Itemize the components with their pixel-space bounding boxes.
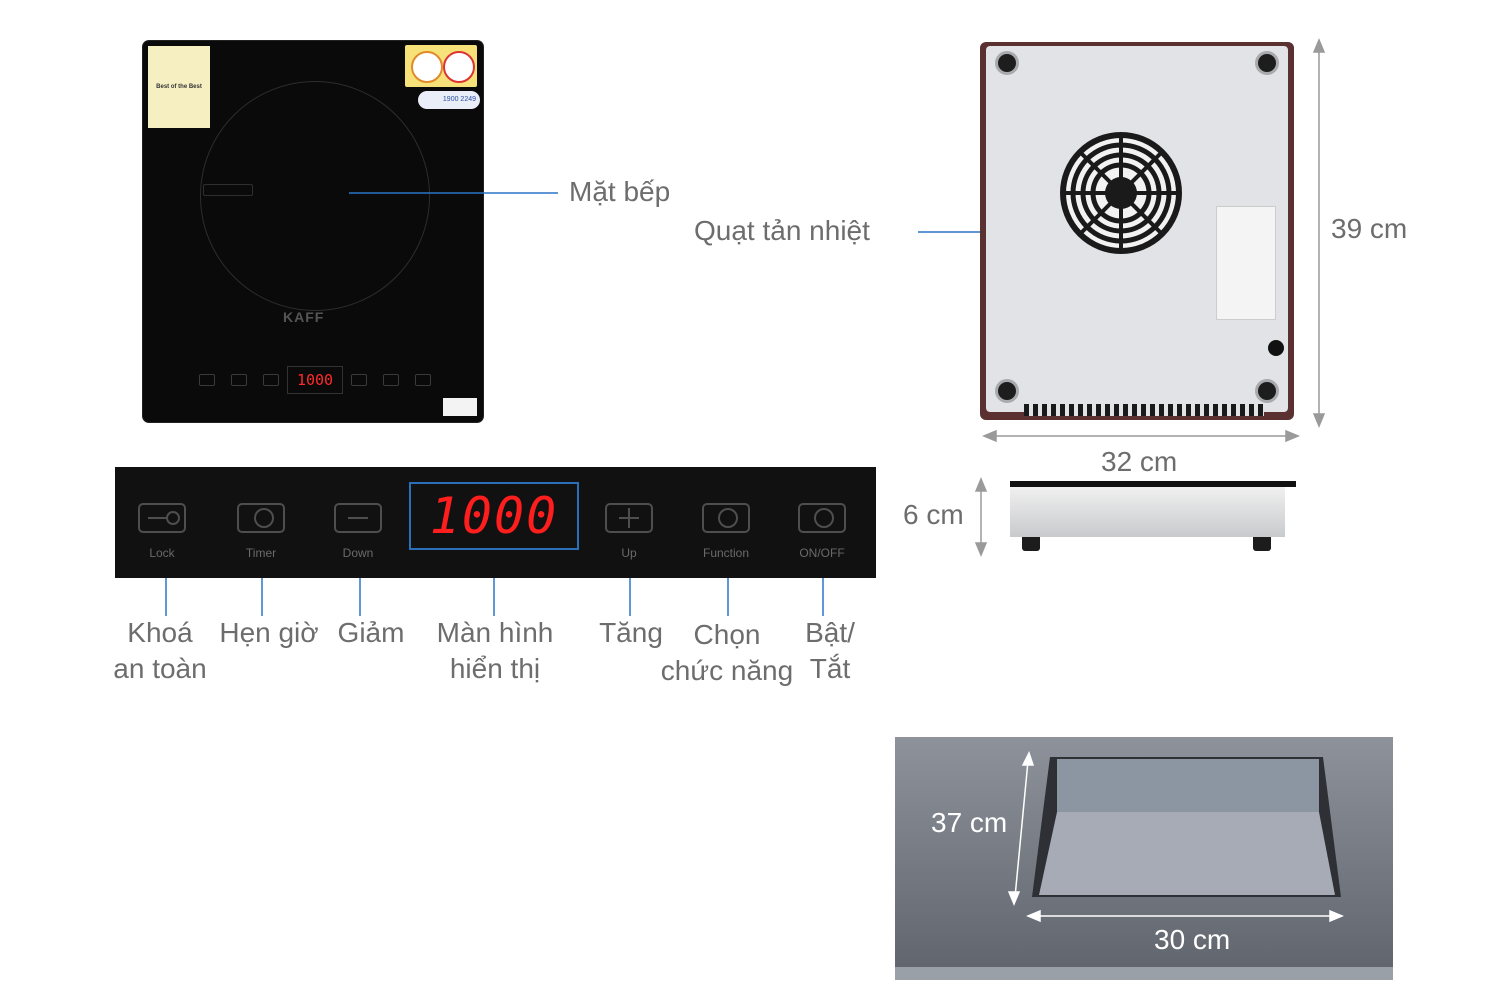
vent-slots [1024,404,1264,416]
induction-mark [203,184,253,196]
bottom-plate [986,46,1288,416]
width-dimension: 32 cm [1101,446,1178,477]
side-foot [1253,537,1271,551]
power-cord [1268,340,1284,356]
cutout-ledge [895,967,1393,980]
height-dimension: 39 cm [1331,213,1408,244]
cooktop-side-view [1010,481,1296,551]
mini-down-button [263,374,279,386]
function-caption-line-1: Chọn [693,619,761,650]
onoff-caption-line-2: Tắt [809,653,851,684]
cooktop-bottom-view [980,42,1294,420]
power-icon [814,508,834,528]
rating-label [1216,206,1276,320]
clock-icon [254,508,274,528]
onoff-button [798,503,846,533]
serial-label [443,398,477,416]
mini-display: 1000 [287,366,343,394]
led-display: 1000 [409,482,579,550]
mini-timer-button [231,374,247,386]
rubber-foot [998,54,1016,72]
cooktop-top-view: Best of the Best 1900 2249 KAFF 1000 [143,41,483,422]
key-icon [166,511,180,525]
side-body [1010,487,1285,537]
display-caption-line-2: hiển thị [449,653,541,684]
minus-icon [348,517,368,519]
depth-dimension: 6 cm [903,499,964,530]
down-button [334,503,382,533]
function-icon [718,508,738,528]
award-text: Best of the Best [156,84,202,90]
lock-caption-line-1: Khoá [127,617,193,648]
timer-button [237,503,285,533]
brand-logo: KAFF [283,309,325,325]
cutout-width-dimension: 30 cm [1154,924,1231,955]
cooking-zone [200,81,430,311]
hotline-badge: 1900 2249 [418,91,480,109]
surface-caption: Mặt bếp [569,176,671,207]
fan-caption: Quạt tản nhiệt [694,215,870,246]
mini-up-button [351,374,367,386]
display-caption: Màn hình hiển thị [420,615,570,687]
warning-sticker [405,45,477,87]
mini-onoff-button [415,374,431,386]
cooling-fan-icon [1060,132,1182,254]
control-panel: Lock Timer Down 1000 Up Function ON/OFF [115,467,876,578]
onoff-caption-line-1: Bật/ [805,617,855,648]
up-label: Up [621,546,637,560]
cutout-shape [1007,751,1344,923]
cutout-depth-dimension: 37 cm [931,807,1008,838]
side-foot [1022,537,1040,551]
timer-label: Timer [245,546,277,560]
rubber-foot [1258,382,1276,400]
mini-lock-button [199,374,215,386]
plus-icon-v [628,508,630,528]
function-label: Function [702,546,750,560]
function-caption-line-2: chức năng [660,655,794,686]
award-sticker: Best of the Best [148,46,210,128]
function-caption: Chọn chức năng [652,617,802,689]
onoff-label: ON/OFF [799,546,845,560]
up-caption: Tăng [599,617,663,648]
rubber-foot [998,382,1016,400]
mini-function-button [383,374,399,386]
onoff-caption: Bật/ Tắt [790,615,870,687]
lock-label: Lock [149,546,175,560]
lock-button [138,503,186,533]
function-button [702,503,750,533]
rubber-foot [1258,54,1276,72]
display-caption-line-1: Màn hình [436,617,554,648]
timer-caption: Hẹn giờ [219,617,319,648]
up-button [605,503,653,533]
cutout-diagram [895,737,1393,980]
lock-caption-line-2: an toàn [113,653,207,684]
down-label: Down [342,546,374,560]
glass-top [1010,481,1296,487]
down-caption: Giảm [337,617,405,648]
lock-caption: Khoá an toàn [105,615,215,687]
